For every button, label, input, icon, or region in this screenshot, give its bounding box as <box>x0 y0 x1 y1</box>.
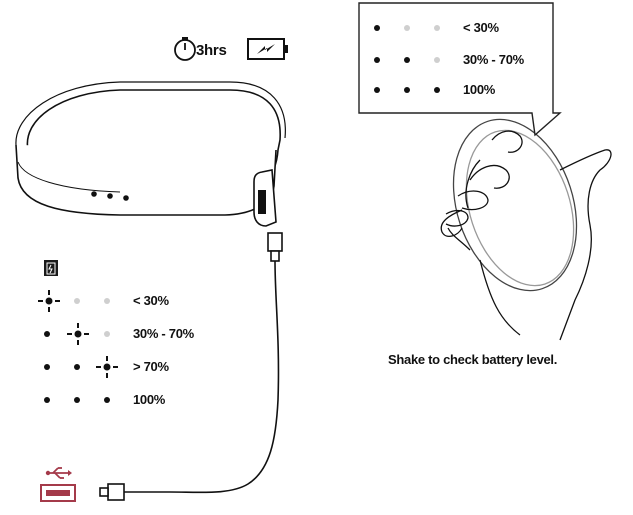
led-on-dot <box>374 87 380 93</box>
usb-port-icon <box>40 484 76 502</box>
led-on-dot <box>44 364 50 370</box>
legend-right-label-1: < 30% <box>463 20 499 35</box>
led-blinking-icon <box>38 290 60 312</box>
usb-cable-illustration <box>99 232 283 501</box>
shake-caption: Shake to check battery level. <box>388 352 558 367</box>
led-on-dot <box>374 25 380 31</box>
legend-right-label-3: 100% <box>463 82 496 97</box>
led-on-dot <box>44 331 50 337</box>
led-off-dot <box>434 25 440 31</box>
led-on-dot <box>104 397 110 403</box>
legend-left-label-4: 100% <box>133 392 166 407</box>
led-on-dot <box>374 57 380 63</box>
legend-left-label-2: 30% - 70% <box>133 326 194 341</box>
led-on-dot <box>74 364 80 370</box>
timer-icon <box>172 36 198 62</box>
battery-charging-icon <box>247 38 289 60</box>
led-on-dot <box>74 397 80 403</box>
legend-right-label-2: 30% - 70% <box>463 52 524 67</box>
led-on-dot <box>404 87 410 93</box>
led-off-dot <box>404 25 410 31</box>
led-on-dot <box>44 397 50 403</box>
led-off-dot <box>104 331 110 337</box>
usb-icon <box>45 466 73 480</box>
legend-left-label-3: > 70% <box>133 359 169 374</box>
charging-case-illustration <box>15 81 286 227</box>
hand-illustration <box>440 118 612 341</box>
charge-duration-label: 3hrs <box>196 42 227 59</box>
battery-small-icon <box>44 260 58 276</box>
led-off-dot <box>74 298 80 304</box>
led-blinking-icon <box>67 323 89 345</box>
led-on-dot <box>434 87 440 93</box>
led-blinking-icon <box>96 356 118 378</box>
legend-bubble-outline <box>358 2 562 137</box>
led-off-dot <box>104 298 110 304</box>
legend-left-label-1: < 30% <box>133 293 169 308</box>
led-on-dot <box>404 57 410 63</box>
led-off-dot <box>434 57 440 63</box>
